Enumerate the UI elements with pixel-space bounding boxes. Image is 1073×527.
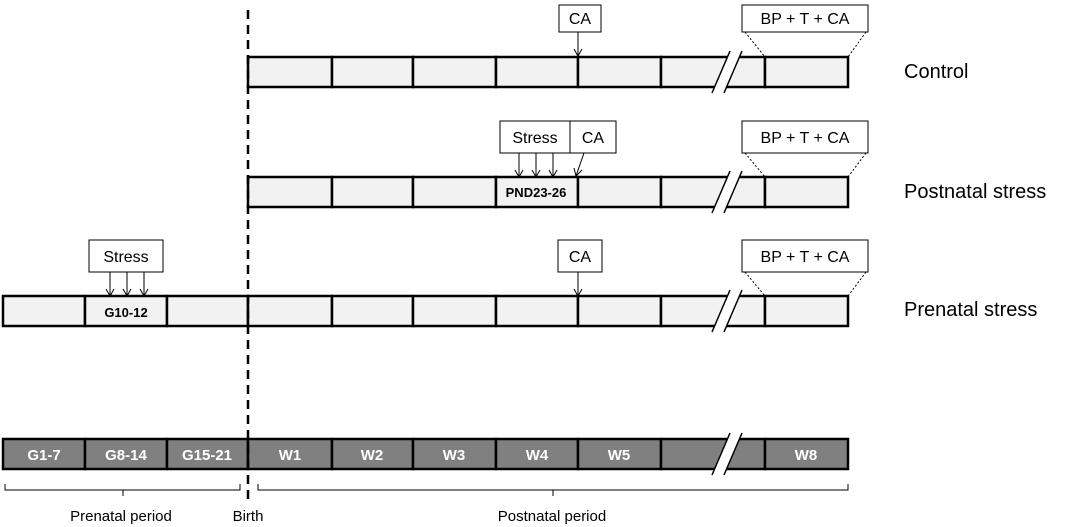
control-final-callout: BP + T + CA: [741, 4, 869, 58]
control-row: CA BP + T + CA Control: [246, 4, 968, 94]
prenatal-period-label: Prenatal period: [70, 508, 172, 525]
postnatal-row-label: Postnatal stress: [904, 181, 1046, 203]
prenatal-stress-row: G10-12 Stress CA BP + T + CA: [1, 239, 1037, 333]
control-ca-callout: CA: [558, 4, 602, 58]
prenatal-final-callout: BP + T + CA: [741, 239, 869, 297]
timeline-cell-w8: W8: [795, 447, 818, 464]
prenatal-row-label: Prenatal stress: [904, 299, 1037, 321]
timeline-bar: [1, 437, 850, 471]
reference-timeline: G1-7 G8-14 G15-21 W1 W2 W3 W4 W5 W8: [1, 432, 850, 476]
timeline-cell-w2: W2: [361, 447, 384, 464]
timeline-break-mark: [711, 432, 743, 476]
timeline-cell-g1-7: G1-7: [27, 447, 60, 464]
prenatal-stress-label: Stress: [103, 249, 148, 266]
postnatal-period-brace: [257, 484, 849, 496]
control-row-bar: [246, 55, 850, 89]
postnatal-row-bar: [246, 175, 850, 209]
postnatal-period-label: Postnatal period: [498, 508, 606, 525]
postnatal-ca-label: CA: [582, 130, 605, 147]
timeline-cell-w5: W5: [608, 447, 631, 464]
postnatal-break-mark: [711, 170, 743, 214]
timeline-cell-g15-21: G15-21: [182, 447, 232, 464]
timeline-cell-g8-14: G8-14: [105, 447, 147, 464]
control-break-mark: [711, 50, 743, 94]
prenatal-break-mark: [711, 289, 743, 333]
postnatal-final-label: BP + T + CA: [761, 130, 850, 147]
prenatal-ca-callout: CA: [557, 239, 603, 298]
prenatal-window-label: G10-12: [104, 305, 147, 320]
postnatal-stress-callout: Stress: [499, 120, 571, 179]
postnatal-ca-callout: CA: [569, 120, 617, 177]
postnatal-window-label: PND23-26: [506, 185, 567, 200]
prenatal-final-label: BP + T + CA: [761, 249, 850, 266]
control-final-label: BP + T + CA: [761, 11, 850, 28]
control-ca-label: CA: [569, 11, 592, 28]
postnatal-final-callout: BP + T + CA: [741, 120, 869, 178]
control-row-label: Control: [904, 61, 968, 83]
prenatal-stress-callout: Stress: [88, 239, 164, 298]
prenatal-row-bar: [1, 294, 850, 328]
timeline-cell-w4: W4: [526, 447, 549, 464]
postnatal-stress-row: PND23-26 Stress CA BP + T + CA: [246, 120, 1046, 214]
postnatal-stress-label: Stress: [512, 130, 557, 147]
prenatal-period-brace: [4, 484, 241, 496]
timeline-cell-w1: W1: [279, 447, 302, 464]
timeline-cell-w3: W3: [443, 447, 466, 464]
birth-label: Birth: [233, 508, 264, 525]
prenatal-ca-label: CA: [569, 249, 592, 266]
